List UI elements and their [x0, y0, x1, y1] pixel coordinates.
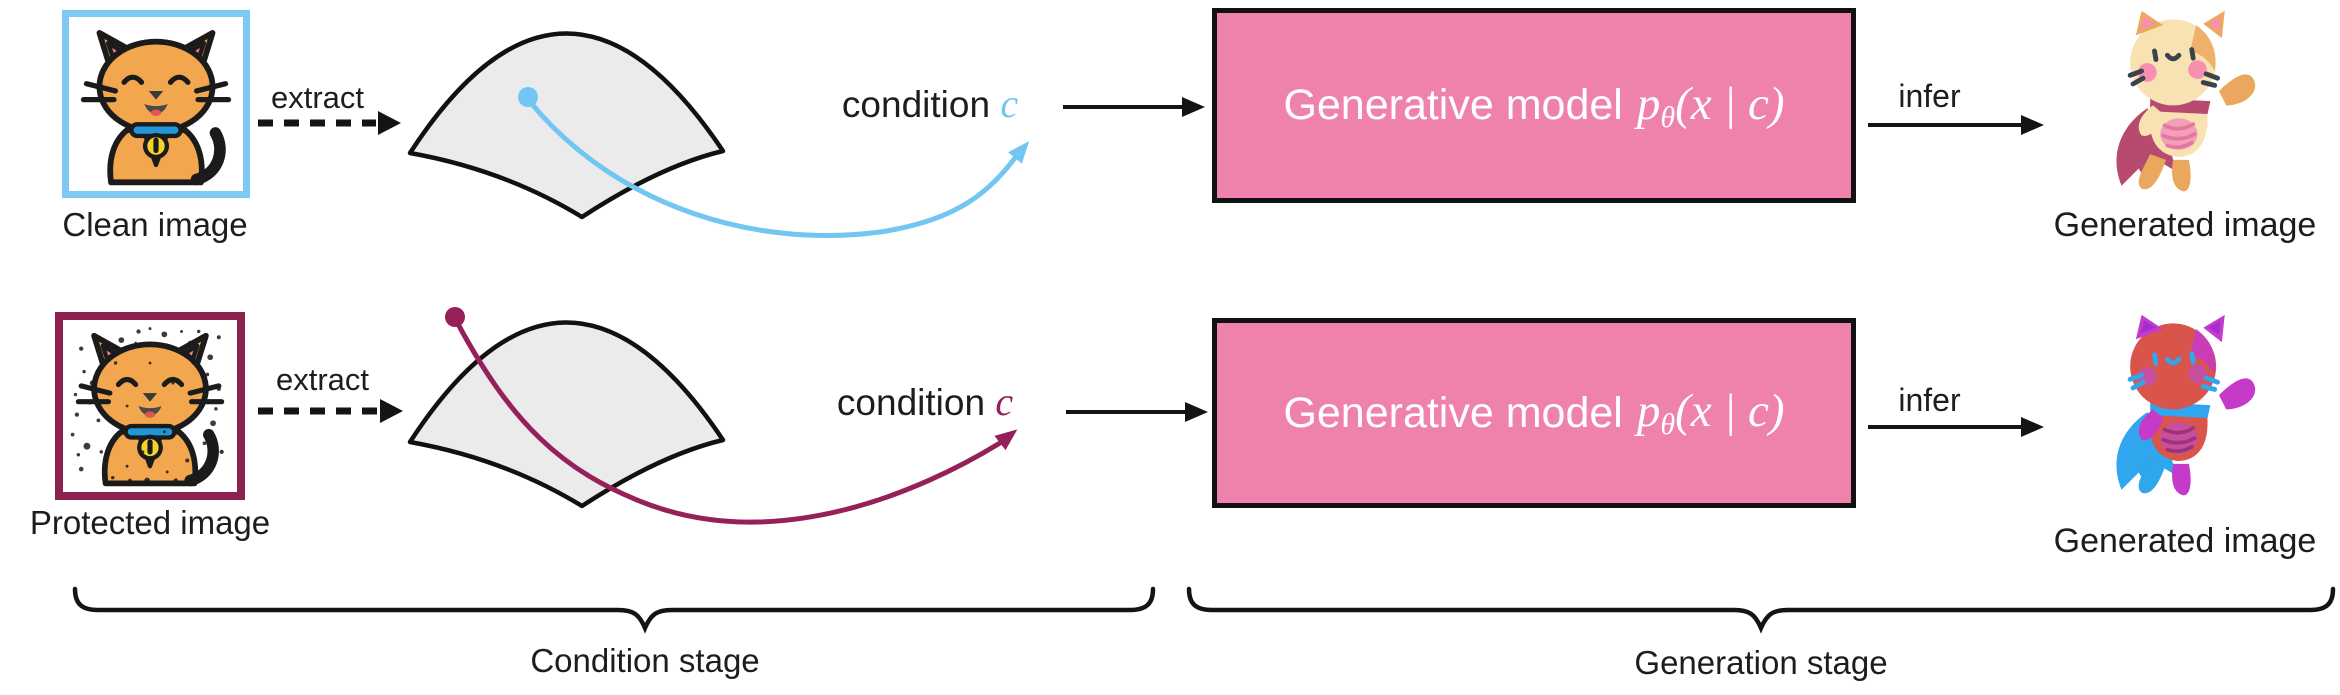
infer-arrow-top [1868, 115, 2044, 135]
condition-word-top: condition [841, 84, 991, 125]
brace-generation-stage [1186, 586, 2336, 634]
generated-cat-distorted [2090, 310, 2262, 506]
generative-model-box-bottom: Generative model pθ(x | c) [1212, 318, 1856, 508]
condition-symbol-protected: c [995, 379, 1014, 424]
noise-speckles [70, 327, 224, 484]
condition-point-clean [518, 87, 538, 107]
infer-label-bottom: infer [1898, 382, 1961, 418]
formula-p: p [1636, 385, 1661, 437]
clean-image-label: Clean image [62, 206, 248, 243]
brace-condition-stage [72, 586, 1156, 634]
extract-label-top: extract [270, 80, 365, 115]
clean-cat-illustration [80, 30, 232, 186]
formula-tail: (x | c) [1675, 385, 1785, 437]
extract-arrow-top [258, 111, 401, 135]
condition-trajectory-protected-arrowhead [994, 429, 1018, 451]
model-label-top: Generative model [1283, 81, 1623, 129]
condition-text-top: condition c [800, 82, 1060, 126]
clean-image-frame [62, 10, 250, 198]
infer-arrow-bottom [1868, 417, 2044, 437]
condition-arrow-top [1063, 97, 1205, 117]
model-label-bottom: Generative model [1283, 388, 1623, 437]
condition-trajectory-clean-arrowhead [1008, 141, 1030, 164]
condition-stage-label: Condition stage [530, 642, 760, 679]
condition-trajectory-clean [528, 100, 1018, 239]
formula-p: p [1636, 77, 1661, 130]
condition-word-bottom: condition [836, 382, 986, 423]
manifold-bottom [407, 320, 726, 509]
manifold-top [407, 31, 726, 220]
condition-point-protected [445, 307, 465, 327]
model-formula-top: pθ(x | c) [1637, 77, 1785, 135]
formula-theta: θ [1660, 100, 1676, 134]
protected-image-label: Protected image [29, 504, 271, 541]
generated-image-label-bottom: Generated image [2053, 522, 2317, 560]
protected-image-frame [55, 312, 245, 500]
formula-tail: (x | c) [1675, 77, 1785, 130]
generation-stage-label: Generation stage [1634, 644, 1888, 681]
extract-arrow-bottom [258, 399, 403, 423]
generated-cat-clean [2090, 8, 2262, 200]
model-formula-bottom: pθ(x | c) [1637, 384, 1785, 442]
formula-theta: θ [1660, 408, 1676, 441]
condition-arrow-bottom [1066, 402, 1208, 422]
infer-label-top: infer [1898, 78, 1961, 114]
generated-image-label-top: Generated image [2053, 206, 2317, 244]
extract-label-bottom: extract [275, 362, 370, 397]
condition-trajectory-protected [455, 321, 1003, 525]
generative-model-box-top: Generative model pθ(x | c) [1212, 8, 1856, 203]
protected-cat-illustration [70, 327, 225, 487]
condition-symbol-clean: c [1000, 81, 1019, 126]
condition-text-bottom: condition c [795, 380, 1055, 424]
